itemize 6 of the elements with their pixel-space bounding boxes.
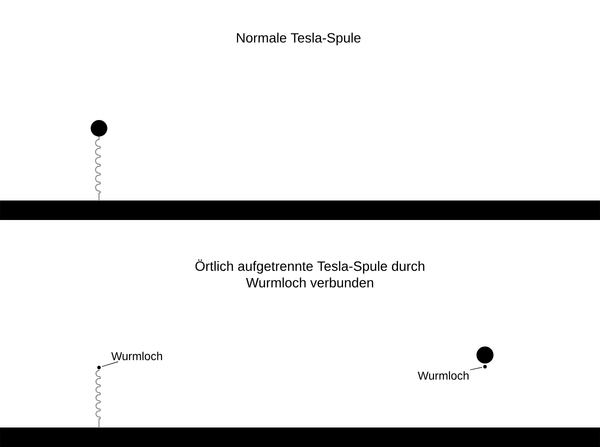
heading: Örtlich aufgetrennte Tesla-Spule durch Wurmloch verbunden [195, 260, 424, 288]
leader-line [470, 367, 482, 370]
label: Wurmloch [111, 352, 162, 360]
heading: Normale Tesla-Spule [236, 32, 361, 46]
label: Wurmloch [418, 371, 469, 380]
leader-line [102, 361, 118, 367]
